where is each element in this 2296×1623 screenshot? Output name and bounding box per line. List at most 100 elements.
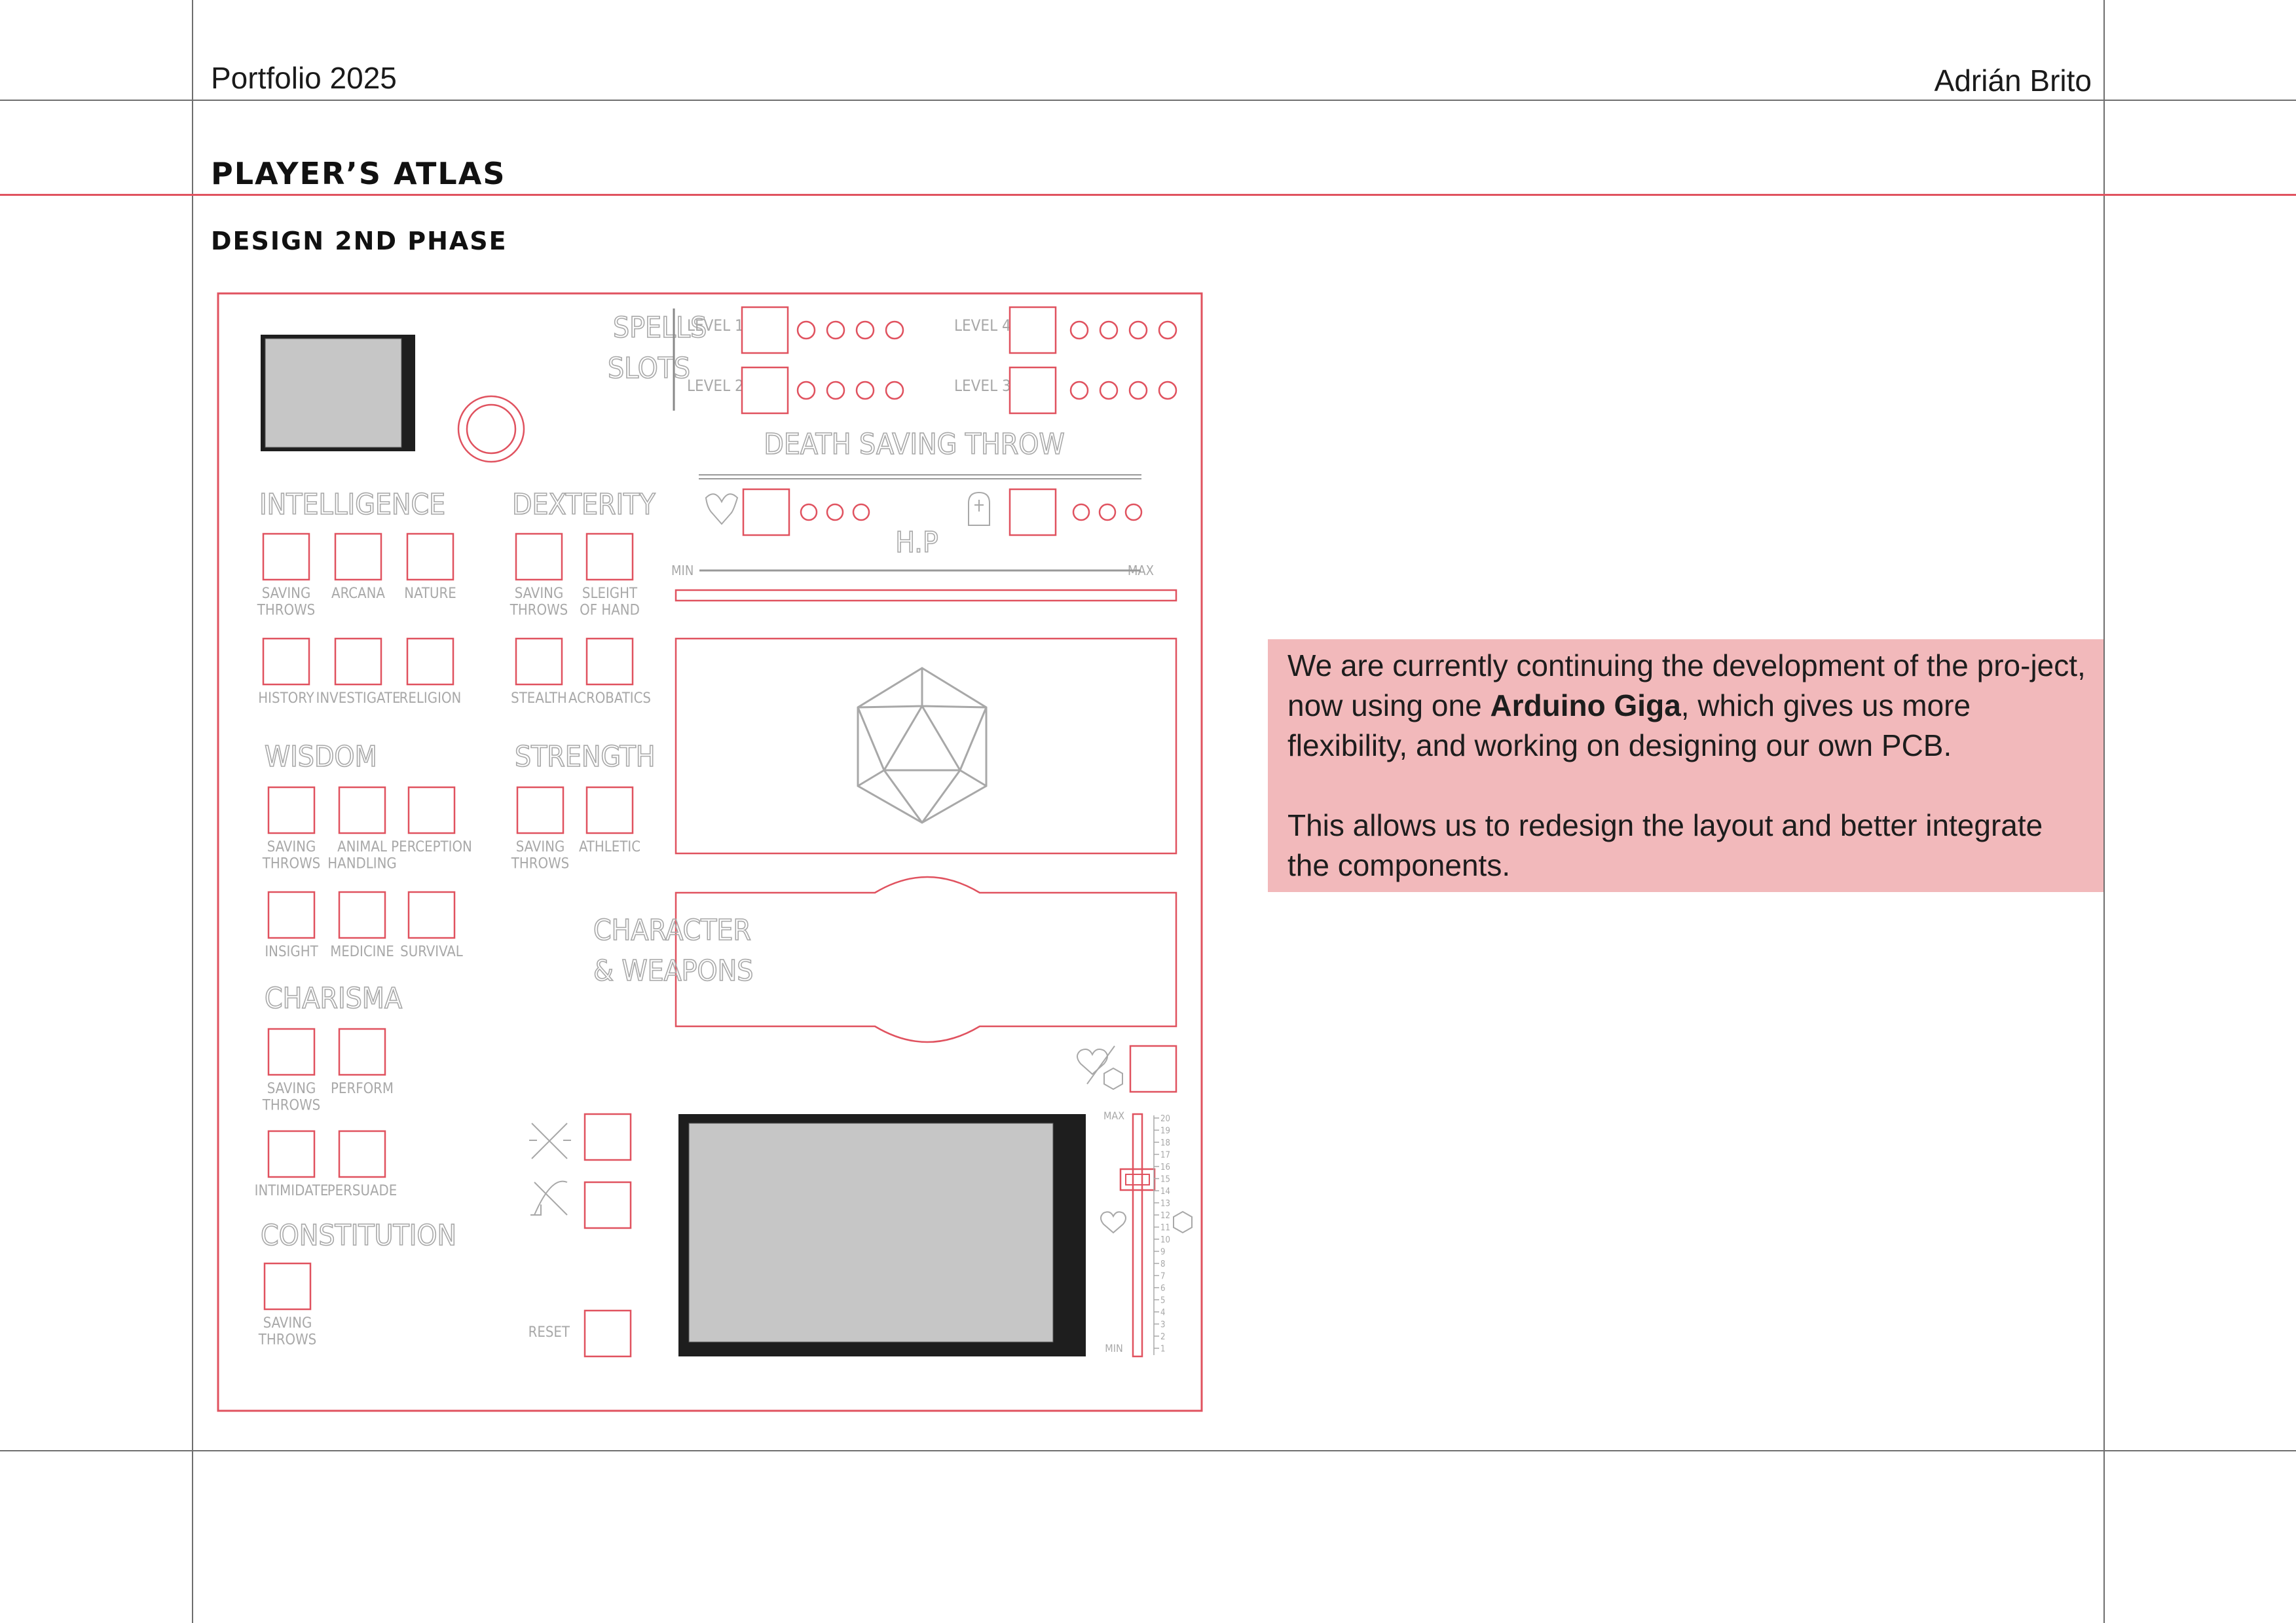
- slider-tick-label: 3: [1160, 1320, 1165, 1330]
- charisma-skill-box: [267, 1130, 316, 1178]
- rotary-knob-outer: [457, 395, 525, 463]
- footer-rule: [0, 1450, 2296, 1451]
- slider-tick-label: 15: [1160, 1175, 1170, 1185]
- spell-slot-dot: [1158, 320, 1177, 340]
- intelligence-skill-label: NATURE: [404, 586, 456, 602]
- wisdom-skill-box: [338, 891, 386, 939]
- charisma-skill-box: [267, 1028, 316, 1076]
- strength-skill-box: [585, 786, 634, 834]
- small-screen: [265, 338, 402, 448]
- constitution-title: CONSTITUTION: [261, 1219, 456, 1252]
- hp-title: H.P: [895, 526, 938, 559]
- bow-icon: [530, 1180, 568, 1216]
- slider-tick-label: 9: [1160, 1248, 1165, 1258]
- intelligence-skill-label: RELIGION: [399, 690, 462, 707]
- wisdom-skill-box: [407, 786, 456, 834]
- slider-tick-label: 1: [1160, 1345, 1165, 1354]
- wisdom-skill-label: MEDICINE: [330, 944, 394, 960]
- wisdom-skill-box: [407, 891, 456, 939]
- spell-slot-dot: [1099, 320, 1119, 340]
- d20-face: [882, 704, 962, 772]
- spell-slot-dot: [1069, 320, 1089, 340]
- intelligence-skill-box: [334, 637, 382, 686]
- slider-tick-label: 6: [1160, 1284, 1165, 1294]
- slider-tick-label: 8: [1160, 1259, 1165, 1269]
- spell-level-label-1: LEVEL 1: [687, 316, 744, 335]
- character-weapons-title-2: & WEAPONS: [593, 954, 753, 988]
- dexterity-skill-box: [585, 637, 634, 686]
- slider-d20-icon: [1173, 1210, 1193, 1234]
- intelligence-skill-box: [262, 532, 310, 581]
- slider-handle-inner: [1125, 1174, 1150, 1185]
- spell-slot-dot: [796, 320, 816, 340]
- slider-handle: [1119, 1168, 1156, 1191]
- character-weapons-panel: [675, 876, 1177, 1043]
- slider-tick-label: 17: [1160, 1151, 1170, 1161]
- dice-display: [675, 637, 1177, 855]
- slider-heart-icon: [1100, 1211, 1126, 1234]
- slider-min-label: MIN: [1105, 1342, 1122, 1354]
- wisdom-skill-box: [338, 786, 386, 834]
- slider-tick-label: 14: [1160, 1187, 1170, 1197]
- strength-skill-box: [516, 786, 565, 834]
- spell-slot-dot: [796, 381, 816, 400]
- intelligence-skill-box: [334, 532, 382, 581]
- note-paragraph-2: This allows us to redesign the layout an…: [1287, 808, 2043, 882]
- intelligence-title: INTELLIGENCE: [259, 488, 445, 521]
- intelligence-skill-box: [262, 637, 310, 686]
- spell-slot-dot: [1069, 381, 1089, 400]
- spell-slot-dot: [1099, 381, 1119, 400]
- ranged-button-box: [583, 1181, 632, 1229]
- death-success-box: [742, 488, 790, 536]
- arduino-giga-emphasis: Arduino Giga: [1490, 688, 1681, 722]
- spell-slots-title-1: SPELLS: [613, 311, 707, 345]
- strength-skill-label: ATHLETIC: [579, 839, 640, 855]
- intelligence-skill-label: ARCANA: [331, 586, 385, 602]
- dexterity-skill-label: STEALTH: [511, 690, 567, 707]
- author-name: Adrián Brito: [1934, 64, 2092, 98]
- slider-tick-label: 11: [1160, 1223, 1170, 1233]
- slider-tick-label: 18: [1160, 1138, 1170, 1148]
- wisdom-title: WISDOM: [265, 740, 377, 774]
- spell-slot-box-2: [741, 366, 789, 415]
- spell-slot-dot: [826, 320, 845, 340]
- wisdom-skill-box: [267, 786, 316, 834]
- d20-edges: [857, 668, 988, 823]
- slider-max-label: MAX: [1103, 1110, 1124, 1122]
- slider-tick-label: 20: [1160, 1114, 1170, 1124]
- spell-slot-dot: [855, 320, 875, 340]
- margin-line-left: [192, 0, 193, 1623]
- reset-label: RESET: [528, 1324, 570, 1341]
- dexterity-title: DEXTERITY: [512, 488, 656, 521]
- spell-slot-dot: [885, 381, 904, 400]
- crossed-swords-icon: [529, 1123, 571, 1159]
- intelligence-skill-box: [406, 532, 454, 581]
- intelligence-skill-label: INVESTIGATE: [316, 690, 401, 707]
- slider-tick-label: 16: [1160, 1163, 1170, 1172]
- title-rule: [0, 194, 2296, 196]
- death-success-dot: [852, 503, 870, 521]
- charisma-skill-label: PERSUADE: [327, 1183, 398, 1199]
- spell-slot-dot: [855, 381, 875, 400]
- intelligence-skill-label: HISTORY: [258, 690, 314, 707]
- small-d20-icon: [1103, 1067, 1123, 1091]
- slider-tick-label: 19: [1160, 1127, 1170, 1136]
- slider-tick-label: 7: [1160, 1272, 1165, 1282]
- board-outline: [217, 292, 1203, 1412]
- spell-slots-title-2: SLOTS: [608, 352, 690, 385]
- header-rule: [0, 100, 2296, 101]
- page-title: PLAYER’S ATLAS: [211, 156, 506, 191]
- portfolio-label: Portfolio 2025: [211, 61, 397, 95]
- selector-slash: [1086, 1045, 1115, 1085]
- slider-tick-label: 10: [1160, 1235, 1170, 1245]
- spell-slot-dot: [885, 320, 904, 340]
